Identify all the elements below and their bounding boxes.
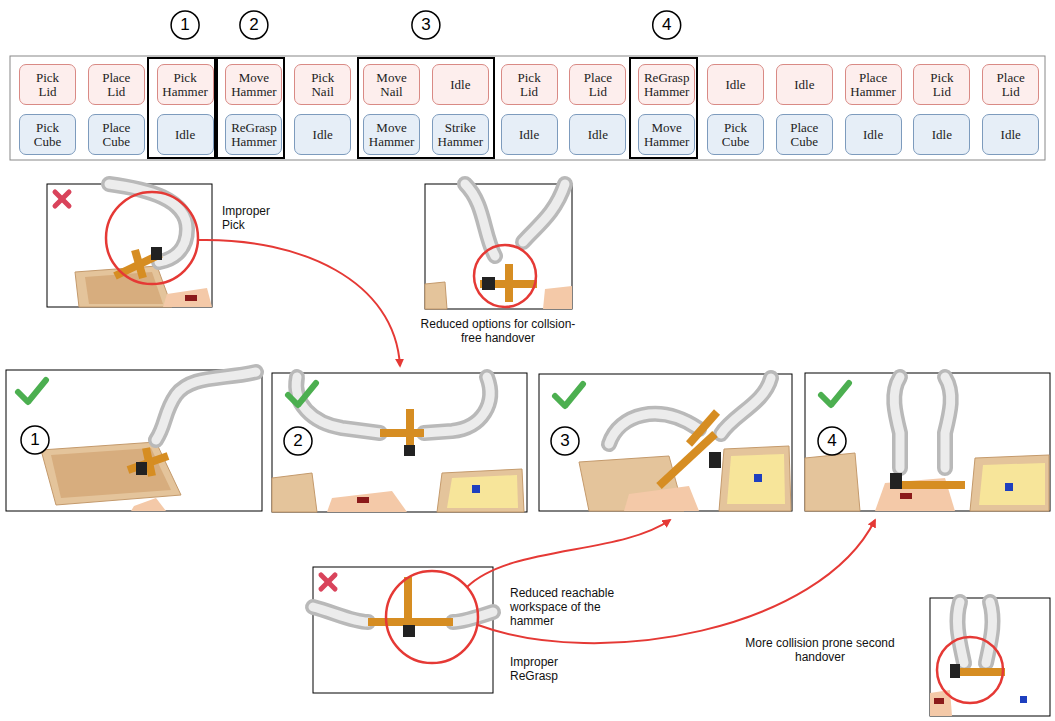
action-label: Move Hammer bbox=[366, 121, 417, 149]
callout-number: 4 bbox=[653, 11, 681, 39]
action-label: ReGrasp Hammer bbox=[641, 71, 692, 99]
annotation: Reduced options for collsion-free handov… bbox=[413, 317, 583, 345]
arm-one-action-box: Pick Hammer bbox=[157, 64, 214, 105]
action-label: Idle bbox=[160, 128, 211, 142]
action-label: Idle bbox=[779, 78, 830, 92]
arm-one-action-box: Idle bbox=[776, 64, 833, 105]
action-label: Idle bbox=[916, 128, 967, 142]
action-label: Place Cube bbox=[91, 121, 142, 149]
action-label: Idle bbox=[985, 128, 1036, 142]
arm-one-action-box: Place Lid bbox=[88, 64, 145, 105]
arm-one-action-box: Pick Lid bbox=[501, 64, 558, 105]
action-label: Pick Lid bbox=[504, 71, 555, 99]
action-label: Idle bbox=[710, 78, 761, 92]
arm-two-action-box: Pick Cube bbox=[707, 114, 764, 155]
action-label: Idle bbox=[572, 128, 623, 142]
action-label: Place Lid bbox=[985, 71, 1036, 99]
callout-number: 4 bbox=[818, 427, 846, 455]
action-label: Pick Lid bbox=[22, 71, 73, 99]
arm-two-action-box: Idle bbox=[157, 114, 214, 155]
action-label: Idle bbox=[848, 128, 899, 142]
arm-two-action-box: Idle bbox=[501, 114, 558, 155]
action-label: Place Hammer bbox=[848, 71, 899, 99]
annotation: Improper ReGrasp bbox=[510, 655, 572, 683]
arm-two-action-box: Move Hammer bbox=[363, 114, 420, 155]
action-label: Idle bbox=[297, 128, 348, 142]
action-label: Strike Hammer bbox=[435, 121, 486, 149]
arm-one-action-box: Move Hammer bbox=[225, 64, 282, 105]
action-label: Idle bbox=[504, 128, 555, 142]
action-label: Place Lid bbox=[572, 71, 623, 99]
arm-two-action-box: Pick Cube bbox=[19, 114, 76, 155]
arm-two-action-box: Place Cube bbox=[88, 114, 145, 155]
action-label: Place Cube bbox=[779, 121, 830, 149]
arm-one-action-box: Place Lid bbox=[569, 64, 626, 105]
action-label: Move Hammer bbox=[641, 121, 692, 149]
action-label: Pick Lid bbox=[916, 71, 967, 99]
arm-one-action-box: ReGrasp Hammer bbox=[638, 64, 695, 105]
callout-number: 1 bbox=[171, 11, 199, 39]
arm-one-action-box: Idle bbox=[432, 64, 489, 105]
arm-two-action-box: Move Hammer bbox=[638, 114, 695, 155]
annotation: Reduced reachable workspace of the hamme… bbox=[510, 586, 618, 628]
callout-number: 3 bbox=[412, 11, 440, 39]
action-label: Move Hammer bbox=[228, 71, 279, 99]
callout-number: 2 bbox=[240, 11, 268, 39]
arm-one-action-box: Move Nail bbox=[363, 64, 420, 105]
action-label: Pick Hammer bbox=[160, 71, 211, 99]
arm-one-action-box: Pick Lid bbox=[19, 64, 76, 105]
arm-two-action-box: Idle bbox=[569, 114, 626, 155]
action-label: Move Nail bbox=[366, 71, 417, 99]
arm-two-action-box: Idle bbox=[982, 114, 1039, 155]
action-label: ReGrasp Hammer bbox=[228, 121, 279, 149]
action-label: Idle bbox=[435, 78, 486, 92]
annotation: More collision prone second handover bbox=[740, 636, 900, 664]
arm-two-action-box: Idle bbox=[913, 114, 970, 155]
arm-two-action-box: Idle bbox=[294, 114, 351, 155]
callout-number: 2 bbox=[284, 427, 312, 455]
arm-one-action-box: Place Lid bbox=[982, 64, 1039, 105]
arm-two-action-box: ReGrasp Hammer bbox=[225, 114, 282, 155]
action-label: Place Lid bbox=[91, 71, 142, 99]
arm-one-action-box: Pick Nail bbox=[294, 64, 351, 105]
arm-two-action-box: Place Cube bbox=[776, 114, 833, 155]
callout-number: 1 bbox=[21, 426, 49, 454]
arm-one-action-box: Pick Lid bbox=[913, 64, 970, 105]
arm-one-action-box: Idle bbox=[707, 64, 764, 105]
action-label: Pick Cube bbox=[710, 121, 761, 149]
callout-number: 3 bbox=[551, 427, 579, 455]
annotation: Improper Pick bbox=[222, 204, 274, 232]
arm-two-action-box: Idle bbox=[845, 114, 902, 155]
arm-two-action-box: Strike Hammer bbox=[432, 114, 489, 155]
arm-one-action-box: Place Hammer bbox=[845, 64, 902, 105]
action-label: Pick Nail bbox=[297, 71, 348, 99]
action-label: Pick Cube bbox=[22, 121, 73, 149]
